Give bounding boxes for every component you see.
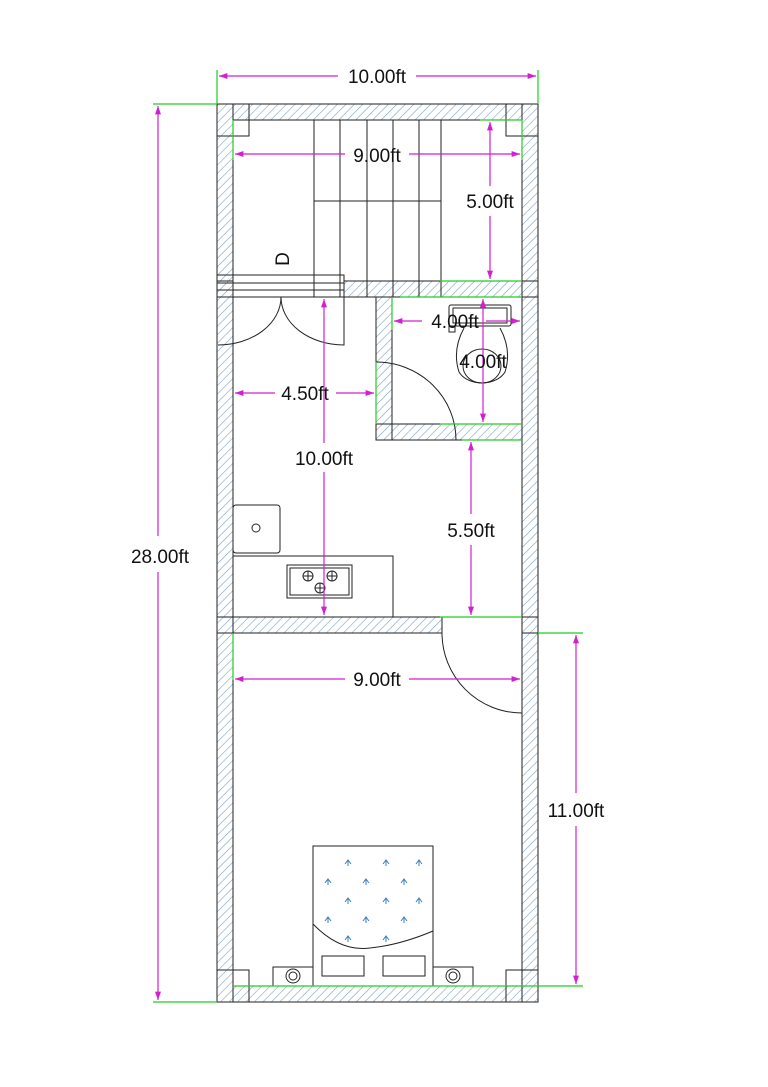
quilt-mark: [400, 878, 408, 885]
burner-icon: [326, 570, 338, 582]
label-stair-width: 9.00ft: [353, 146, 401, 167]
quilt-mark: [400, 916, 408, 923]
quilt-mark: [324, 878, 332, 885]
stove: [286, 564, 353, 599]
quilt-mark: [382, 935, 390, 942]
dimension-labels: 10.00ft 28.00ft 9.00ft 5.00ft 4.00ft 4.0…: [131, 67, 605, 822]
main-door-frame: [216, 274, 345, 298]
quilt-mark: [382, 859, 390, 866]
label-kitchen-width: 4.50ft: [281, 384, 329, 405]
bedroom-top-wall: [232, 616, 443, 634]
bedroom-door: [441, 632, 523, 714]
quilt-mark: [415, 859, 423, 866]
label-bath-depth: 4.00ft: [459, 352, 507, 373]
top-wall: [216, 103, 539, 121]
left-wall: [216, 103, 234, 1003]
label-bedroom-width: 9.00ft: [353, 670, 401, 691]
column: [521, 616, 539, 634]
dimension-lines: [155, 73, 579, 1000]
door-tag: D: [273, 252, 294, 266]
bottom-wall: [216, 985, 539, 1003]
quilt-mark: [362, 916, 370, 923]
label-overall-length: 28.00ft: [131, 547, 190, 568]
main-door-right-leaf: [280, 296, 345, 346]
bathroom-bottom-wall: [391, 423, 523, 441]
label-stair-depth: 5.00ft: [466, 192, 514, 213]
quilt-mark: [362, 878, 370, 885]
burner-icon: [314, 582, 326, 594]
quilt-mark: [415, 897, 423, 904]
label-bath-width: 4.00ft: [431, 312, 479, 333]
extension-lines: [153, 70, 583, 1003]
quilt-mark: [344, 897, 352, 904]
kitchen: [232, 504, 394, 617]
quilt-mark: [344, 935, 352, 942]
label-bedroom-length: 11.00ft: [548, 801, 605, 822]
outer-walls: [216, 103, 539, 1003]
main-door-left-leaf: [217, 296, 282, 346]
bathroom-left-wall: [375, 296, 393, 441]
kitchen-sink: [232, 504, 281, 554]
pillow: [321, 955, 365, 977]
staircase: [313, 120, 442, 297]
label-passage-depth: 5.50ft: [447, 521, 495, 542]
quilt-mark: [344, 859, 352, 866]
internal-walls: [216, 274, 523, 634]
bed: [272, 845, 474, 987]
quilt-pattern: [324, 859, 423, 942]
pillow: [382, 955, 426, 977]
stair-landing-wall: [343, 280, 523, 298]
quilt-mark: [382, 897, 390, 904]
label-overall-width: 10.00ft: [348, 67, 407, 88]
quilt-mark: [324, 916, 332, 923]
label-kitchen-length: 10.00ft: [295, 449, 354, 470]
right-wall: [521, 103, 539, 1003]
kitchen-counter: [233, 555, 394, 617]
burner-icon: [302, 570, 314, 582]
